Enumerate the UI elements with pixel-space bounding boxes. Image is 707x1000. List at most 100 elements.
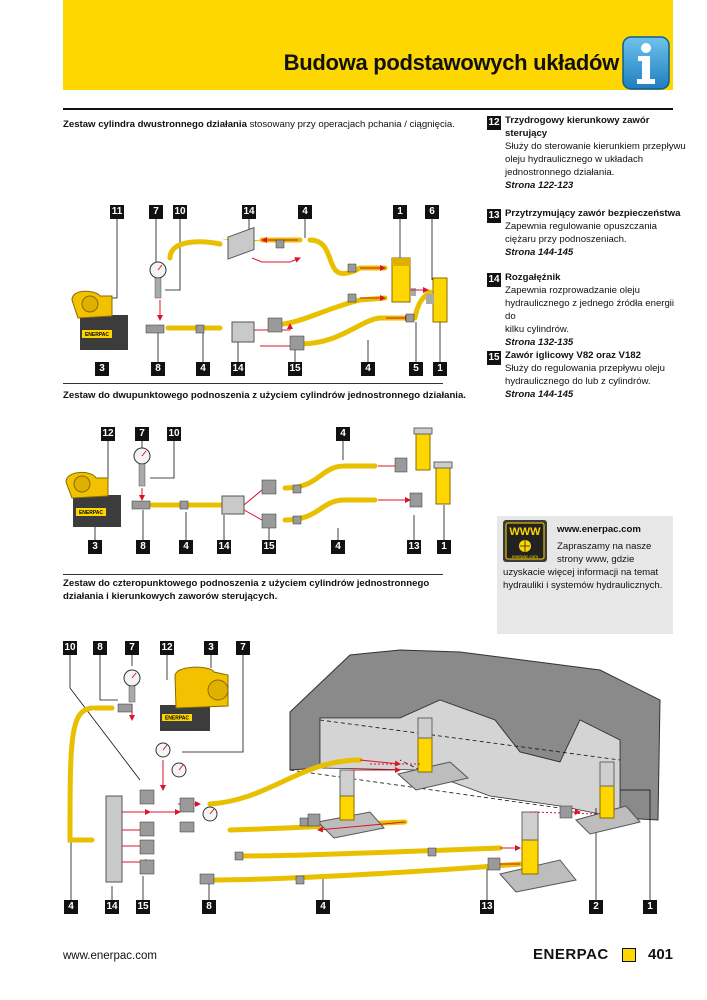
header-rule	[63, 108, 673, 110]
component-page-ref: Strona 144-145	[505, 389, 574, 400]
gauge-3c	[171, 762, 187, 778]
jack-stand-a	[396, 717, 470, 791]
callout-tag: 3	[204, 641, 218, 655]
callout-tag: 4	[64, 900, 78, 914]
jack-stand-c	[499, 811, 577, 893]
callout-tag: 4	[331, 540, 345, 554]
web-url[interactable]: www.enerpac.com	[557, 524, 641, 535]
callout-tag: 7	[125, 641, 139, 655]
component-desc-line: hydraulicznego z jednego źródła energii …	[505, 298, 675, 322]
component-page-ref: Strona 144-145	[505, 247, 574, 258]
callout-tag: 14	[242, 205, 256, 219]
callout-tag: 10	[173, 205, 187, 219]
web-text: Zapraszamy na nasze strony www, gdzie uz…	[503, 540, 669, 592]
callout-tag: 7	[135, 427, 149, 441]
svg-text:ENERPAC: ENERPAC	[79, 510, 103, 516]
cylinder-2b	[433, 461, 453, 505]
callout-tag: 8	[151, 362, 165, 376]
callout-tag: 7	[236, 641, 250, 655]
component-number: 12	[487, 116, 501, 130]
callout-tag: 7	[149, 205, 163, 219]
callout-tag: 1	[393, 205, 407, 219]
callout-tag: 4	[196, 362, 210, 376]
callout-tag: 15	[262, 540, 276, 554]
pump-1: ENERPAC	[71, 290, 128, 350]
callout-tag: 4	[179, 540, 193, 554]
callout-tag: 14	[217, 540, 231, 554]
component-number: 14	[487, 273, 501, 287]
callout-tag: 6	[425, 205, 439, 219]
callout-tag: 3	[88, 540, 102, 554]
component-desc-line: ciężaru przy podnoszeniach.	[505, 234, 627, 245]
callout-tag: 14	[105, 900, 119, 914]
jack-stand-b	[316, 769, 385, 839]
svg-text:ENERPAC: ENERPAC	[165, 716, 189, 722]
diagram-2: ENERPAC	[65, 427, 453, 540]
component-title: Przytrzymujący zawór bezpieczeństwa	[505, 208, 681, 219]
callout-tag: 1	[643, 900, 657, 914]
callout-tag: 14	[231, 362, 245, 376]
component-title: Zawór iglicowy V82 oraz V182	[505, 350, 641, 361]
footer-brand: ENERPAC	[533, 946, 609, 963]
gauge-3a	[123, 669, 141, 703]
cylinder-2a	[413, 427, 433, 471]
web-info-box: WWW enerpac.com www.enerpac.com Zaprasza…	[497, 516, 673, 634]
gauge-2	[133, 447, 151, 487]
cylinder-1	[391, 257, 416, 303]
component-desc-line: jednostronnego działania.	[505, 167, 615, 178]
component-desc-line: Służy do regulowania przepływu oleju	[505, 363, 665, 374]
callout-tag: 8	[93, 641, 107, 655]
web-text-line: Zapraszamy na nasze	[557, 541, 652, 552]
component-12: 12 Trzydrogowy kierunkowy zawór sterując…	[487, 114, 687, 192]
page-number: 401	[648, 946, 674, 963]
diagram-1: ENERPAC	[71, 218, 448, 362]
callout-tag: 4	[361, 362, 375, 376]
section-2-rule	[63, 383, 443, 384]
callout-tag: 12	[160, 641, 174, 655]
component-title: Trzydrogowy kierunkowy zawór sterujący	[505, 115, 650, 139]
page-title: Budowa podstawowych układów	[283, 50, 620, 75]
footer-url[interactable]: www.enerpac.com	[63, 950, 157, 962]
callout-tag: 8	[136, 540, 150, 554]
callout-tag: 10	[63, 641, 77, 655]
www-icon: WWW enerpac.com	[503, 520, 547, 562]
callout-tag: 4	[298, 205, 312, 219]
callout-tag: 5	[409, 362, 423, 376]
web-text-line: uzyskacie więcej informacji na temat	[503, 567, 659, 578]
component-desc-line: oleju hydraulicznego w układach	[505, 154, 644, 165]
callout-tag: 13	[407, 540, 421, 554]
gauge-3b	[155, 742, 171, 758]
component-desc-line: hydraulicznego do lub z cylindrów.	[505, 376, 651, 387]
callout-tag: 1	[433, 362, 447, 376]
section-3-rule	[63, 574, 443, 575]
component-number: 15	[487, 351, 501, 365]
callout-tag: 11	[110, 205, 124, 219]
web-text-line: strony www, gdzie	[557, 554, 635, 565]
brand-logo-icon	[622, 948, 636, 962]
callout-tag: 2	[589, 900, 603, 914]
pump-3: ENERPAC	[160, 666, 229, 731]
callout-tag: 1	[437, 540, 451, 554]
component-13: 13 Przytrzymujący zawór bezpieczeństwa Z…	[487, 207, 687, 259]
component-desc-line: Zapewnia regulowanie opuszczania	[505, 221, 657, 232]
callout-tag: 13	[480, 900, 494, 914]
component-number: 13	[487, 209, 501, 223]
callout-tag: 12	[101, 427, 115, 441]
component-15: 15 Zawór iglicowy V82 oraz V182 Służy do…	[487, 349, 687, 401]
section-2-lead: Zestaw do dwupunktowego podnoszenia z uż…	[63, 390, 466, 401]
callout-tag: 15	[288, 362, 302, 376]
section-3-lead: Zestaw do czteropunktowego podnoszenia z…	[63, 578, 430, 602]
web-text-line: hydrauliki i systemów hydraulicznych.	[503, 580, 663, 591]
component-desc-line: kilku cylindrów.	[505, 324, 569, 335]
component-desc-line: Zapewnia rozprowadzanie oleju	[505, 285, 640, 296]
component-page-ref: Strona 132-135	[505, 337, 574, 348]
cylinder-6	[426, 277, 448, 323]
info-icon	[622, 36, 670, 90]
header-bar	[63, 0, 673, 90]
callout-tag: 8	[202, 900, 216, 914]
svg-text:ENERPAC: ENERPAC	[85, 332, 109, 338]
svg-text:WWW: WWW	[509, 526, 541, 538]
component-14: 14 Rozgałęźnik Zapewnia rozprowadzanie o…	[487, 271, 687, 349]
callout-tag: 15	[136, 900, 150, 914]
